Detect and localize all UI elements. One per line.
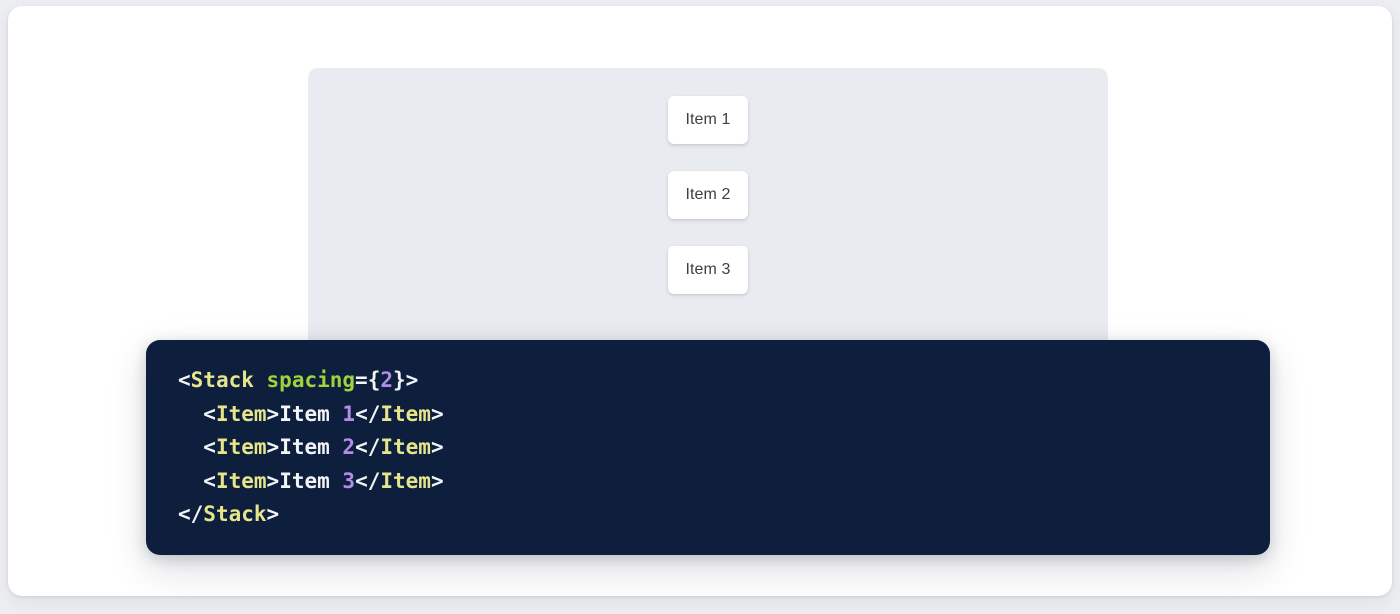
code-token-punct: </	[178, 502, 204, 527]
code-token-punct: >	[266, 468, 280, 493]
code-token-punct: </	[355, 435, 381, 460]
code-token-text: Item	[279, 401, 343, 426]
component-preview-panel: Item 1 Item 2 Item 3	[308, 68, 1108, 358]
code-token-punct: <	[178, 368, 191, 392]
code-token-text: Item	[279, 435, 343, 460]
stack-item-label: Item 3	[685, 261, 731, 278]
code-line: </Stack>	[178, 498, 1270, 532]
code-line: <Stack spacing={2}>	[178, 364, 1270, 398]
code-token-punct: <	[203, 468, 216, 493]
code-token-punct: >	[430, 468, 444, 493]
code-token-punct: >	[430, 401, 444, 426]
code-indent	[178, 469, 203, 493]
code-token-punct: }>	[393, 368, 419, 392]
code-token-num: 2	[342, 435, 356, 460]
code-token-tag: Item	[215, 401, 267, 426]
code-token-num: 2	[380, 368, 393, 392]
stack-item-label: Item 1	[685, 111, 731, 128]
code-token-punct: >	[430, 435, 444, 460]
code-token-tag: Item	[215, 435, 267, 460]
code-token-tag: Stack	[190, 368, 254, 392]
code-line: <Item>Item 2</Item>	[178, 431, 1270, 465]
code-token-punct: >	[266, 435, 280, 460]
code-token-punct: ={	[355, 368, 381, 392]
code-token-punct: <	[203, 435, 216, 460]
code-token-text: Item	[279, 468, 343, 493]
code-token-punct: >	[266, 502, 280, 527]
code-token-tag: Stack	[203, 502, 267, 527]
code-token-attr: spacing	[266, 368, 356, 392]
stack-item[interactable]: Item 3	[668, 246, 748, 294]
code-token-punct: </	[355, 468, 381, 493]
code-token-num: 3	[342, 468, 356, 493]
code-token-tag: Item	[380, 468, 431, 493]
code-token-num: 1	[342, 401, 356, 426]
code-snippet-content: <Stack spacing={2}> <Item>Item 1</Item> …	[178, 364, 1270, 532]
stack-component: Item 1 Item 2 Item 3	[308, 68, 1108, 358]
code-snippet-block[interactable]: <Stack spacing={2}> <Item>Item 1</Item> …	[146, 340, 1270, 555]
stack-item[interactable]: Item 2	[668, 171, 748, 219]
code-token-tag: Item	[215, 468, 267, 493]
code-indent	[178, 402, 203, 426]
code-token-punct: <	[203, 401, 216, 426]
code-indent	[178, 435, 203, 459]
code-token-punct: </	[355, 401, 381, 426]
code-line: <Item>Item 1</Item>	[178, 398, 1270, 432]
code-token-punct: >	[266, 401, 280, 426]
code-token-tag: Item	[380, 435, 431, 460]
code-line: <Item>Item 3</Item>	[178, 465, 1270, 499]
stack-item-label: Item 2	[685, 186, 731, 203]
stack-item[interactable]: Item 1	[668, 96, 748, 144]
code-token-punct	[254, 368, 267, 392]
code-token-tag: Item	[380, 401, 431, 426]
